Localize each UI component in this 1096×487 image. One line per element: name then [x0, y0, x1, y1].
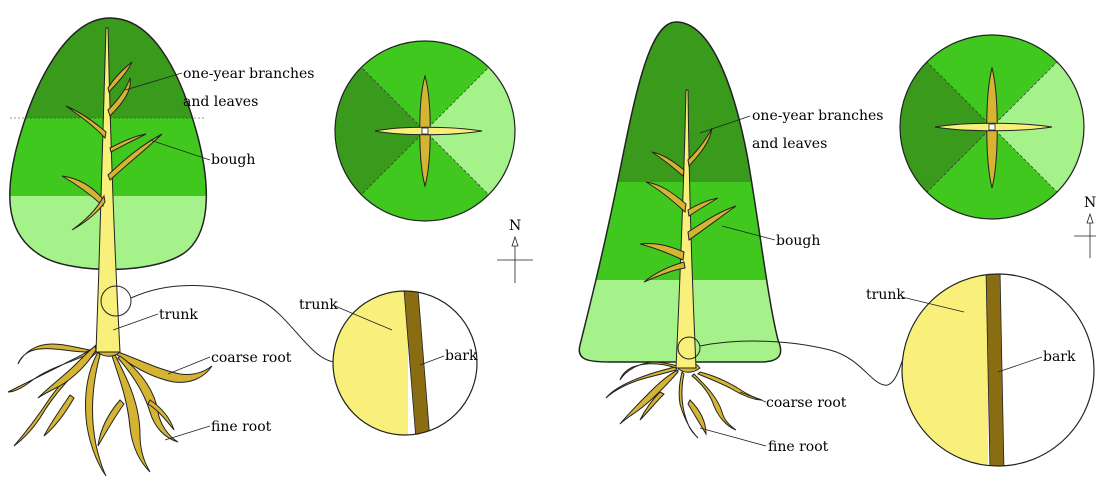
right-label-coarse-root: coarse root	[766, 395, 847, 411]
right-fine-root-leader	[700, 428, 766, 446]
left-trunk-leader	[113, 314, 158, 330]
right-roots	[606, 362, 762, 438]
right-north-arrow	[1074, 214, 1096, 258]
left-bark-zoom	[330, 290, 480, 440]
right-zoom-label-trunk: trunk	[866, 287, 905, 303]
right-bark-zoom	[900, 270, 1096, 470]
left-north-label: N	[509, 218, 521, 234]
left-label-branches-1: one-year branches	[183, 66, 315, 82]
left-crown-top-view	[330, 36, 520, 226]
right-label-bough: bough	[776, 233, 820, 249]
right-label-branches-2: and leaves	[752, 136, 827, 152]
right-crown-top-view	[895, 30, 1089, 224]
left-north-arrow	[497, 237, 533, 283]
right-coarse-root-leader	[740, 392, 766, 402]
left-label-trunk: trunk	[159, 307, 198, 323]
left-label-bough: bough	[211, 152, 255, 168]
right-label-fine-root: fine root	[768, 439, 829, 455]
left-fine-root-leader	[165, 426, 210, 440]
right-crown-top-band	[560, 0, 800, 182]
left-roots	[8, 344, 212, 476]
left-label-branches-2: and leaves	[183, 94, 258, 110]
right-north-label: N	[1084, 195, 1096, 211]
right-tree: one-year branches and leaves bough coars…	[560, 0, 1096, 470]
right-zoom-label-bark: bark	[1043, 349, 1076, 365]
left-zoom-label-bark: bark	[445, 348, 478, 364]
right-label-branches-1: one-year branches	[752, 108, 884, 124]
left-tree: one-year branches and leaves bough trunk…	[0, 0, 533, 476]
left-zoom-label-trunk: trunk	[299, 297, 338, 313]
left-label-coarse-root: coarse root	[211, 350, 292, 366]
left-label-fine-root: fine root	[211, 419, 272, 435]
